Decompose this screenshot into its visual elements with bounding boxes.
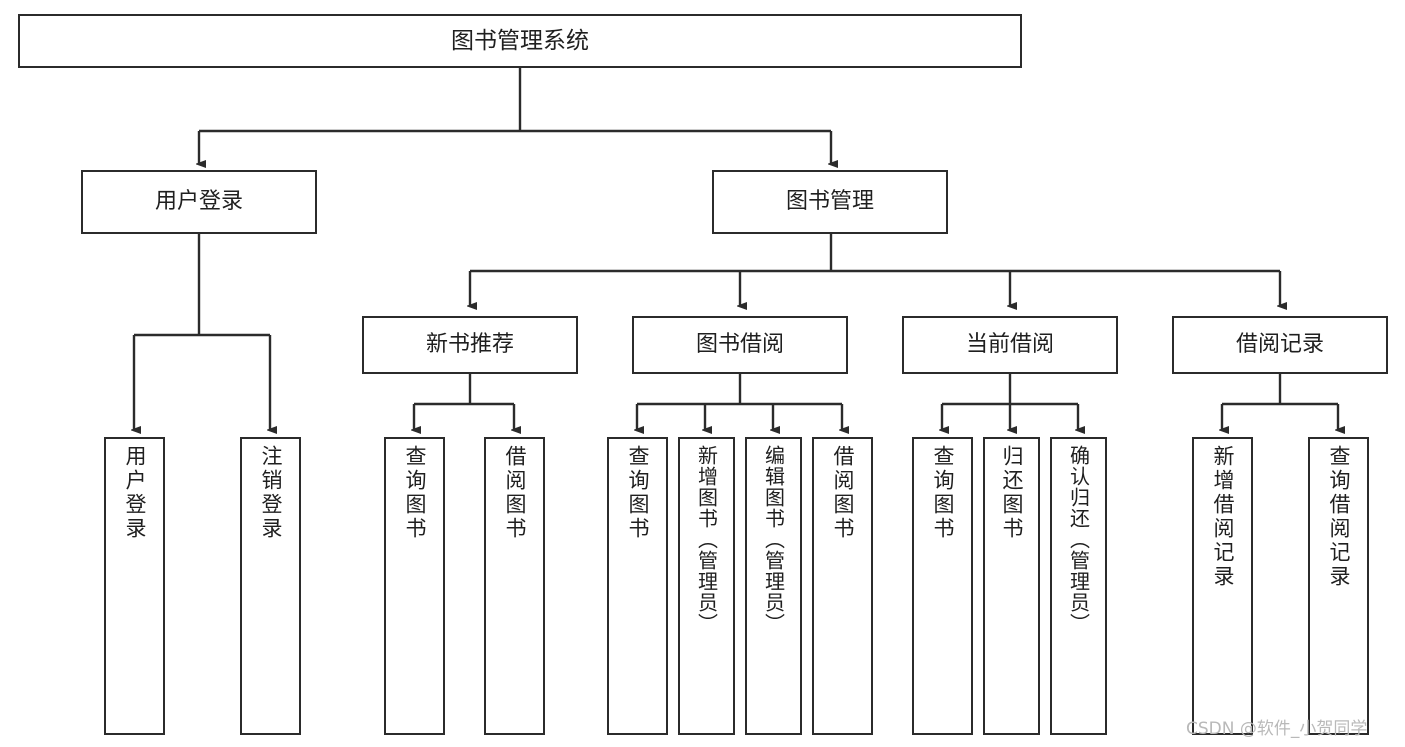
leaf-current-borrow-return[interactable]: 归还图书 bbox=[983, 437, 1040, 735]
node-current-borrow[interactable]: 当前借阅 bbox=[902, 316, 1118, 374]
node-borrow-record[interactable]: 借阅记录 bbox=[1172, 316, 1388, 374]
leaf-book-borrow-edit[interactable]: 编辑图书（管理员） bbox=[745, 437, 802, 735]
node-book-borrow[interactable]: 图书借阅 bbox=[632, 316, 848, 374]
node-label: 图书管理系统 bbox=[451, 27, 589, 54]
node-label: 确认归还（管理员） bbox=[1066, 445, 1091, 634]
node-root-book-management-system[interactable]: 图书管理系统 bbox=[18, 14, 1022, 68]
node-label: 归还图书 bbox=[1000, 445, 1024, 541]
node-label: 编辑图书（管理员） bbox=[761, 445, 786, 634]
leaf-user-login-signin[interactable]: 用户登录 bbox=[104, 437, 165, 735]
node-label: 新书推荐 bbox=[425, 332, 514, 358]
node-label: 图书借阅 bbox=[695, 332, 784, 358]
node-label: 查询图书 bbox=[626, 445, 650, 541]
node-label: 图书管理 bbox=[785, 189, 874, 215]
node-label: 新增图书（管理员） bbox=[694, 445, 719, 634]
node-label: 查询图书 bbox=[931, 445, 955, 541]
node-label: 新增借阅记录 bbox=[1211, 445, 1235, 589]
leaf-book-borrow-add[interactable]: 新增图书（管理员） bbox=[678, 437, 735, 735]
leaf-current-borrow-confirm-return[interactable]: 确认归还（管理员） bbox=[1050, 437, 1107, 735]
node-label: 查询借阅记录 bbox=[1327, 445, 1351, 589]
node-label: 查询图书 bbox=[403, 445, 427, 541]
leaf-book-borrow-query[interactable]: 查询图书 bbox=[607, 437, 668, 735]
node-label: 用户登录 bbox=[123, 445, 147, 541]
node-label: 借阅记录 bbox=[1235, 332, 1324, 358]
leaf-new-book-query[interactable]: 查询图书 bbox=[384, 437, 445, 735]
leaf-borrow-record-add[interactable]: 新增借阅记录 bbox=[1192, 437, 1253, 735]
node-new-book-recommend[interactable]: 新书推荐 bbox=[362, 316, 578, 374]
watermark-text: CSDN @软件_小贺同学 bbox=[1186, 719, 1368, 739]
leaf-current-borrow-query[interactable]: 查询图书 bbox=[912, 437, 973, 735]
node-label: 注销登录 bbox=[259, 445, 283, 541]
leaf-new-book-borrow[interactable]: 借阅图书 bbox=[484, 437, 545, 735]
node-user-login[interactable]: 用户登录 bbox=[81, 170, 317, 234]
node-book-management[interactable]: 图书管理 bbox=[712, 170, 948, 234]
node-label: 用户登录 bbox=[154, 189, 243, 215]
leaf-borrow-record-query[interactable]: 查询借阅记录 bbox=[1308, 437, 1369, 735]
leaf-book-borrow-lend[interactable]: 借阅图书 bbox=[812, 437, 873, 735]
node-label: 当前借阅 bbox=[965, 332, 1054, 358]
leaf-user-login-signout[interactable]: 注销登录 bbox=[240, 437, 301, 735]
node-label: 借阅图书 bbox=[831, 445, 855, 541]
node-label: 借阅图书 bbox=[503, 445, 527, 541]
